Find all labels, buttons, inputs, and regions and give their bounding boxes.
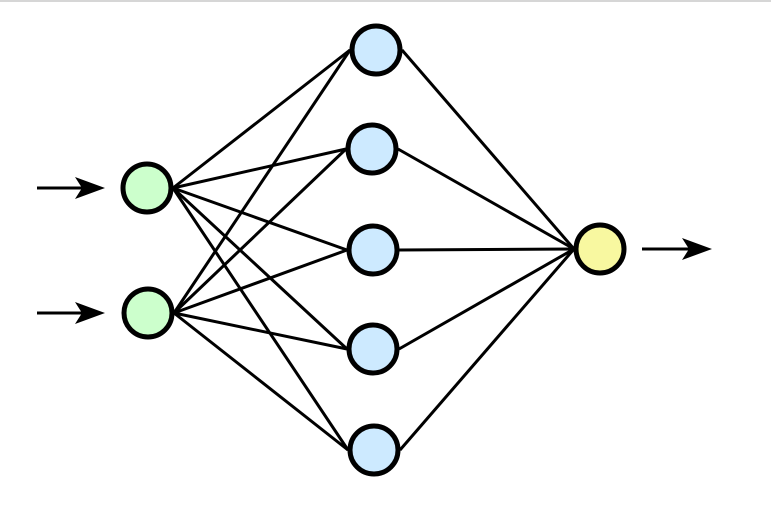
edge-hid-1-out-1 — [400, 49, 576, 250]
edge-in-2-hid-4 — [173, 311, 348, 351]
edge-hid-2-out-1 — [397, 147, 575, 251]
edge-hid-3-out-1 — [398, 247, 575, 252]
edge-in-1-hid-4 — [171, 186, 349, 351]
edge-in-2-hid-1 — [172, 49, 352, 314]
hidden-node-hid-5 — [347, 423, 401, 477]
edge-in-1-hid-5 — [171, 187, 350, 451]
edge-in-2-hid-5 — [173, 311, 349, 452]
edge-hid-5-out-1 — [398, 248, 576, 451]
edge-hid-4-out-1 — [398, 247, 575, 351]
input-arrow-1-head-icon — [75, 177, 105, 199]
input-node-in-2 — [121, 286, 175, 340]
output-node-out-1 — [573, 222, 627, 276]
hidden-node-hid-3 — [346, 223, 400, 277]
hidden-node-hid-1 — [349, 23, 403, 77]
input-arrow-2-head-icon — [75, 302, 105, 324]
output-arrow-head-icon — [682, 238, 712, 260]
edge-in-2-hid-2 — [172, 147, 348, 315]
edge-in-1-hid-1 — [172, 48, 351, 190]
input-node-in-1 — [120, 161, 174, 215]
top-border-line — [0, 0, 771, 2]
edge-in-1-hid-3 — [172, 186, 348, 252]
hidden-node-hid-2 — [345, 122, 399, 176]
edge-in-1-hid-2 — [172, 147, 347, 190]
edge-in-2-hid-3 — [173, 248, 348, 315]
hidden-node-hid-4 — [346, 322, 400, 376]
